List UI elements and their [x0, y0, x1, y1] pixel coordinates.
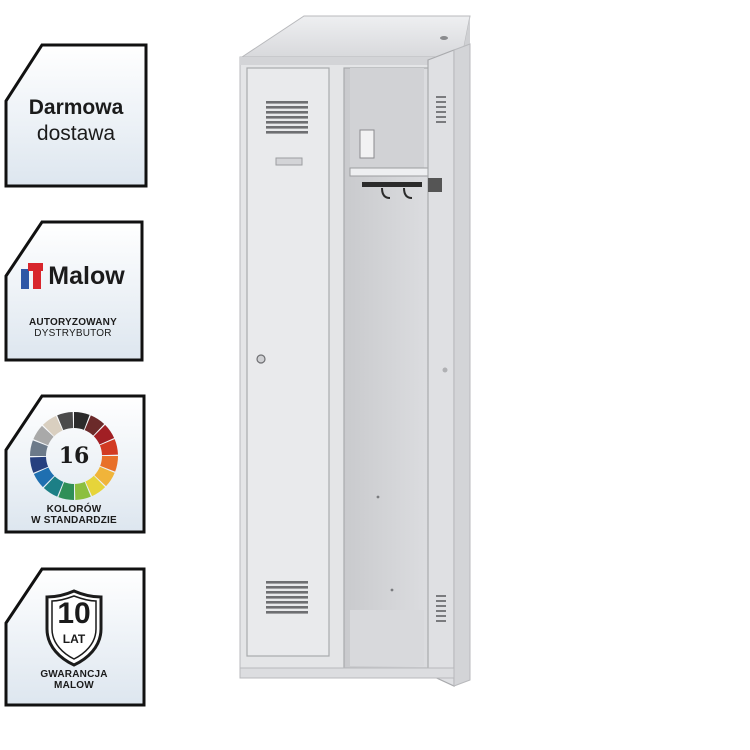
distributor-line2: DYSTRYBUTOR — [34, 327, 112, 339]
hook-bracket — [359, 129, 375, 159]
color-swatch — [85, 475, 106, 497]
open-compartment — [343, 67, 431, 669]
color-swatch — [99, 439, 118, 456]
label-holder — [275, 157, 303, 166]
color-wheel: 16 — [28, 410, 120, 502]
plinth — [239, 667, 455, 679]
color-swatch — [57, 412, 74, 431]
locker-illustration — [239, 15, 471, 687]
colors-line2: W STANDARDZIE — [31, 515, 117, 526]
shelf — [349, 167, 431, 177]
right-door-open — [427, 49, 455, 687]
warranty-line1: GWARANCJA — [40, 669, 108, 680]
badge-frame — [4, 43, 148, 188]
authorized-distributor-badge: Malow AUTORYZOWANY DYSTRYBUTOR — [4, 220, 148, 362]
locker-roof — [240, 15, 471, 60]
color-swatch — [30, 456, 49, 473]
warranty-years: 10 — [57, 597, 91, 630]
color-swatch — [33, 425, 54, 446]
delivery-title: Darmowa — [28, 95, 124, 119]
malow-logo: Malow — [21, 261, 125, 291]
color-swatch — [30, 440, 48, 456]
color-swatch — [74, 412, 90, 430]
colors-badge: 16 KOLORÓW W STANDARDZIE — [4, 394, 148, 534]
warranty-badge: 10 LAT GWARANCJA MALOW — [4, 567, 148, 707]
delivery-subtitle: dostawa — [36, 121, 116, 145]
color-count: 16 — [58, 443, 90, 469]
distributor-line1: AUTORYZOWANY — [29, 316, 117, 328]
color-swatch — [33, 467, 55, 488]
color-swatch — [43, 476, 64, 497]
color-swatch — [58, 482, 74, 500]
bottom-vent — [266, 581, 308, 614]
top-vent — [266, 101, 308, 134]
colors-line1: KOLORÓW — [46, 504, 102, 515]
badge-frame — [4, 220, 144, 362]
color-swatch — [74, 481, 91, 500]
left-door — [246, 67, 330, 657]
brand-name: Malow — [48, 261, 125, 290]
malow-logo-icon — [21, 263, 44, 289]
side-panel — [453, 43, 471, 687]
coat-rail — [362, 182, 422, 187]
lock-icon — [256, 354, 266, 364]
shield-outline — [45, 589, 103, 667]
free-delivery-badge: Darmowa dostawa — [4, 43, 148, 188]
shield-icon: 10 LAT — [43, 589, 105, 667]
color-swatch — [93, 424, 115, 445]
color-swatch — [42, 415, 63, 437]
hook-icon — [381, 187, 391, 199]
color-wheel-icon — [30, 412, 118, 500]
hook-icon — [403, 187, 413, 199]
color-swatch — [84, 415, 105, 436]
warranty-unit: LAT — [62, 632, 86, 646]
latch-icon — [428, 178, 442, 192]
warranty-line2: MALOW — [54, 680, 94, 691]
color-swatch — [94, 466, 115, 487]
color-swatch — [100, 456, 118, 472]
